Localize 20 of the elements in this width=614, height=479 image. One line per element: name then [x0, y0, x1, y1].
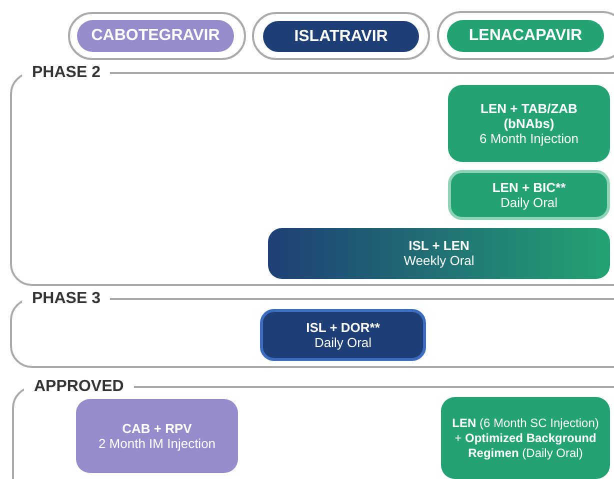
regimen-card: [441, 397, 610, 479]
regimen-text: LEN (6 Month SC Injection) + Optimized Background Regimen (Daily Oral): [451, 416, 600, 460]
regimen-name: LEN + BIC**: [492, 180, 566, 194]
drug-label: CABOTEGRAVIR: [77, 20, 234, 52]
regimen-name: ISL + DOR**: [306, 320, 380, 334]
drug-label: LENACAPAVIR: [447, 20, 604, 52]
regimen-card: [260, 309, 426, 361]
regimen-name: LEN + TAB/ZAB (bNAbs): [480, 100, 578, 130]
regimen-name: CAB + RPV: [122, 420, 192, 436]
regimen-card: [448, 85, 610, 162]
dosing-text: 6 Month Injection: [479, 130, 578, 146]
dosing-text: Daily Oral: [314, 334, 372, 350]
dosing-text: Weekly Oral: [404, 253, 474, 269]
regimen-card: [268, 228, 610, 279]
drug-label: ISLATRAVIR: [263, 21, 419, 52]
dosing-text: Daily Oral: [500, 194, 558, 210]
regimen-card: [76, 399, 238, 473]
regimen-card: [448, 170, 610, 220]
regimen-name: ISL + LEN: [408, 238, 470, 253]
dosing-text: 2 Month IM Injection: [98, 436, 216, 452]
